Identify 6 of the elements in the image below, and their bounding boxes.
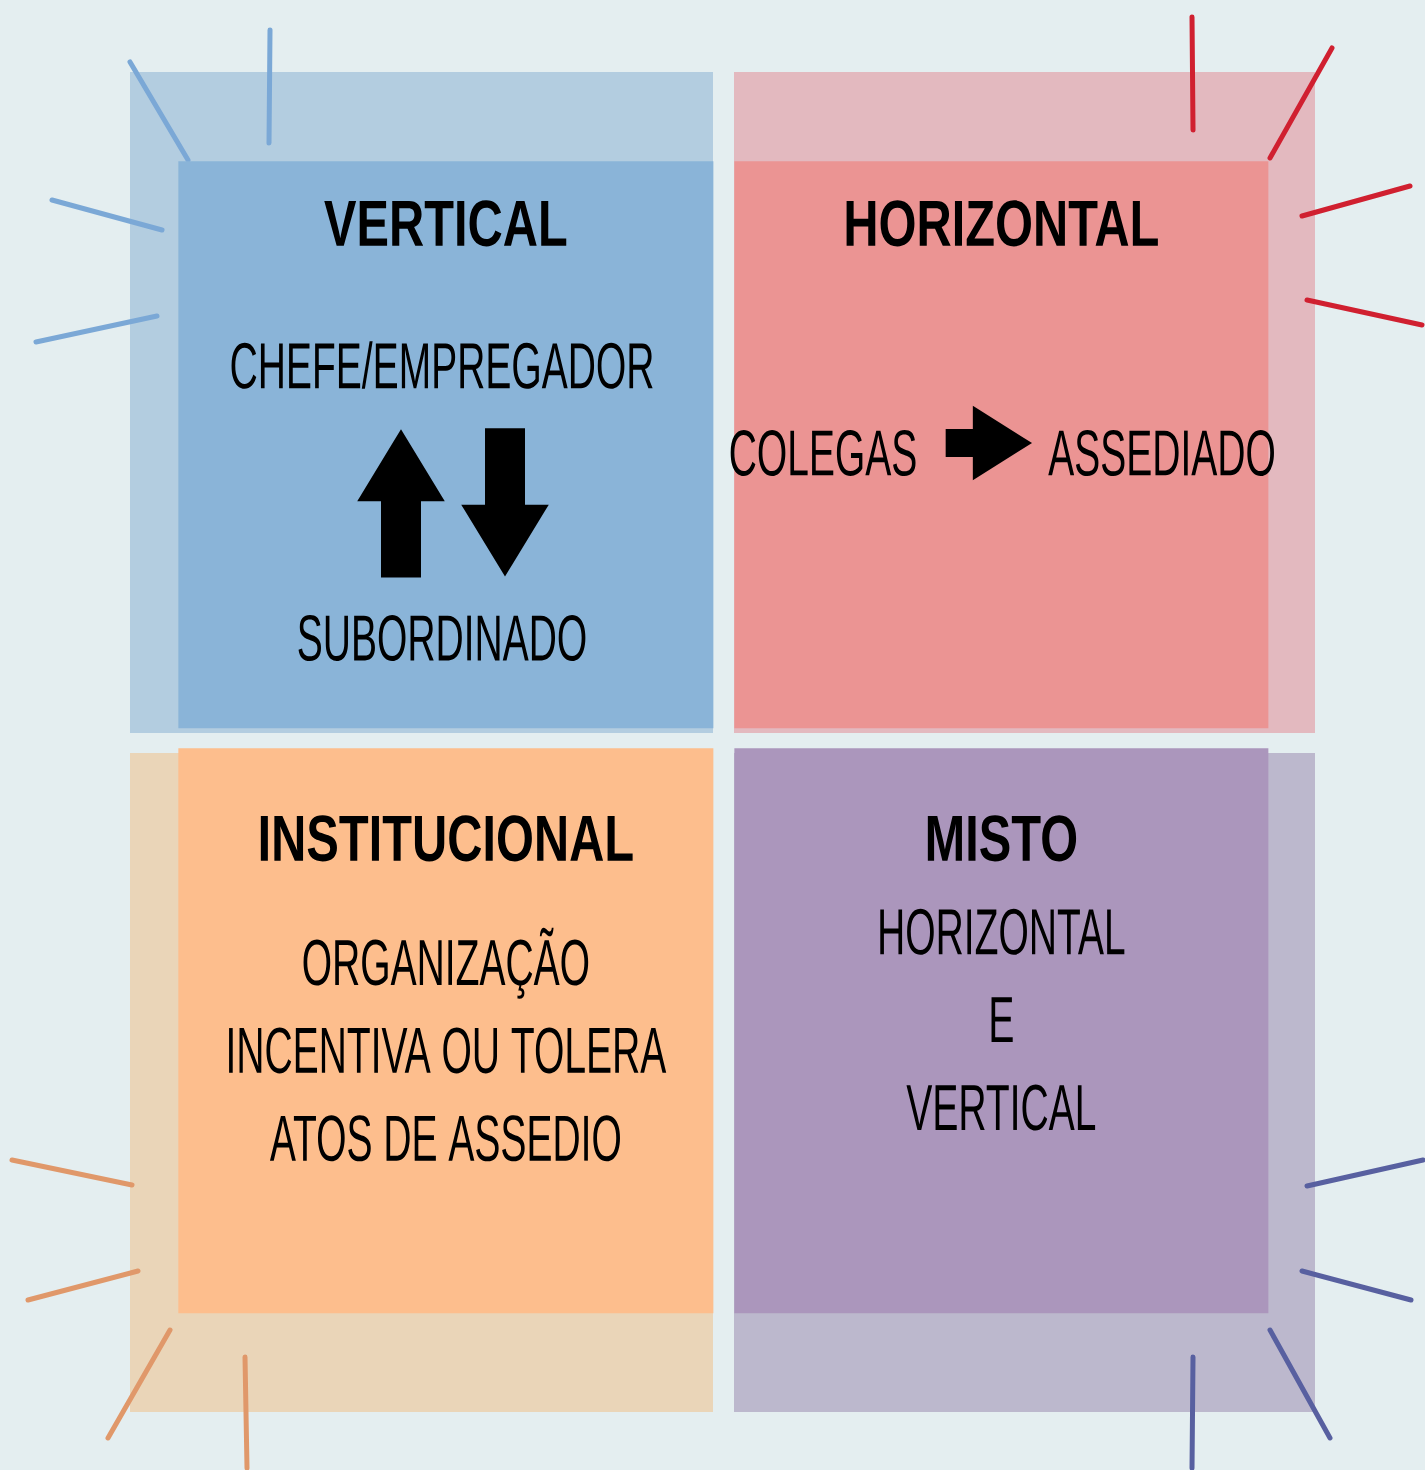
role-label: CHEFE/EMPREGADOR [231,341,653,389]
role-label: COLEGAS [730,430,916,476]
role-label: ASSEDIADO [1048,430,1274,476]
category-panel: INSTITUCIONAL ORGANIZAÇÃO INCENTIVA OU TOLERA ATOS DE ASSEDIO [178,748,714,1314]
role-label: SUBORDINADO [298,615,586,661]
category-panel: MISTO HORIZONTAL E VERTICAL [734,748,1269,1314]
